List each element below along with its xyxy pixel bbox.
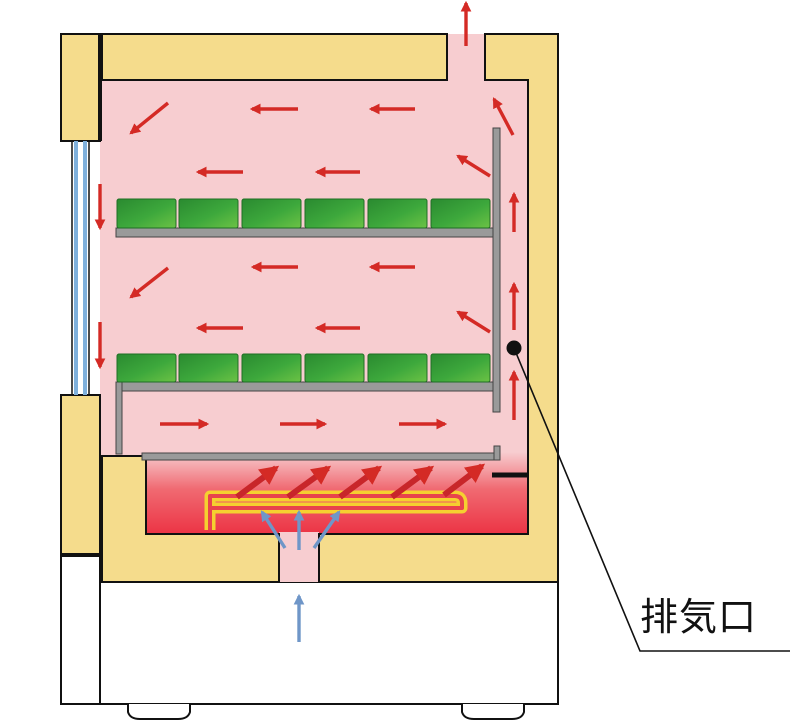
flow-arrow bbox=[129, 101, 170, 135]
sample-tray bbox=[116, 198, 177, 229]
intake-arrow bbox=[312, 510, 341, 549]
sample-tray bbox=[178, 198, 239, 229]
label-leader-line bbox=[513, 347, 790, 652]
foot-right bbox=[461, 704, 525, 720]
flow-arrow bbox=[338, 465, 383, 500]
shelf-lower bbox=[115, 381, 497, 392]
sample-tray bbox=[304, 353, 365, 383]
door-frame-bottom bbox=[60, 394, 101, 556]
cool-intake-arrows bbox=[260, 509, 341, 642]
flow-arrow bbox=[492, 97, 515, 136]
sample-tray bbox=[430, 353, 491, 383]
chamber-air bbox=[100, 80, 528, 456]
flow-arrow bbox=[286, 465, 332, 500]
right-wall bbox=[318, 33, 559, 583]
flow-arrow bbox=[456, 310, 491, 334]
sample-tray bbox=[178, 353, 239, 383]
sample-tray bbox=[116, 353, 177, 383]
sample-tray bbox=[430, 198, 491, 229]
sample-tray bbox=[367, 353, 428, 383]
left-panel bbox=[60, 555, 101, 705]
exhaust-port-label: 排気口 bbox=[640, 595, 758, 639]
sample-tray bbox=[367, 198, 428, 229]
insulation-walls bbox=[60, 33, 559, 583]
intake-arrow bbox=[260, 510, 287, 549]
sample-tray bbox=[241, 353, 302, 383]
flow-arrow bbox=[456, 154, 491, 178]
door-frame-top bbox=[60, 33, 101, 142]
heater-airflow-arrows bbox=[235, 463, 486, 500]
flow-arrow bbox=[235, 465, 280, 500]
foot-left bbox=[127, 704, 191, 720]
shelves bbox=[115, 127, 501, 461]
flow-arrow bbox=[390, 465, 435, 500]
sample-trays bbox=[116, 198, 491, 383]
tray-lip bbox=[493, 445, 501, 461]
top-wall-left bbox=[101, 33, 448, 81]
shelf-upper bbox=[115, 227, 497, 238]
tray-bottom bbox=[141, 452, 501, 461]
sample-tray bbox=[241, 198, 302, 229]
sample-tray bbox=[304, 198, 365, 229]
tray-side-left bbox=[115, 381, 123, 455]
door-window bbox=[71, 141, 90, 395]
rear-baffle bbox=[492, 127, 501, 413]
base-cabinet bbox=[99, 581, 559, 705]
flow-arrow bbox=[129, 266, 170, 299]
flow-arrow bbox=[442, 463, 486, 498]
warm-airflow-arrows bbox=[94, 0, 520, 430]
